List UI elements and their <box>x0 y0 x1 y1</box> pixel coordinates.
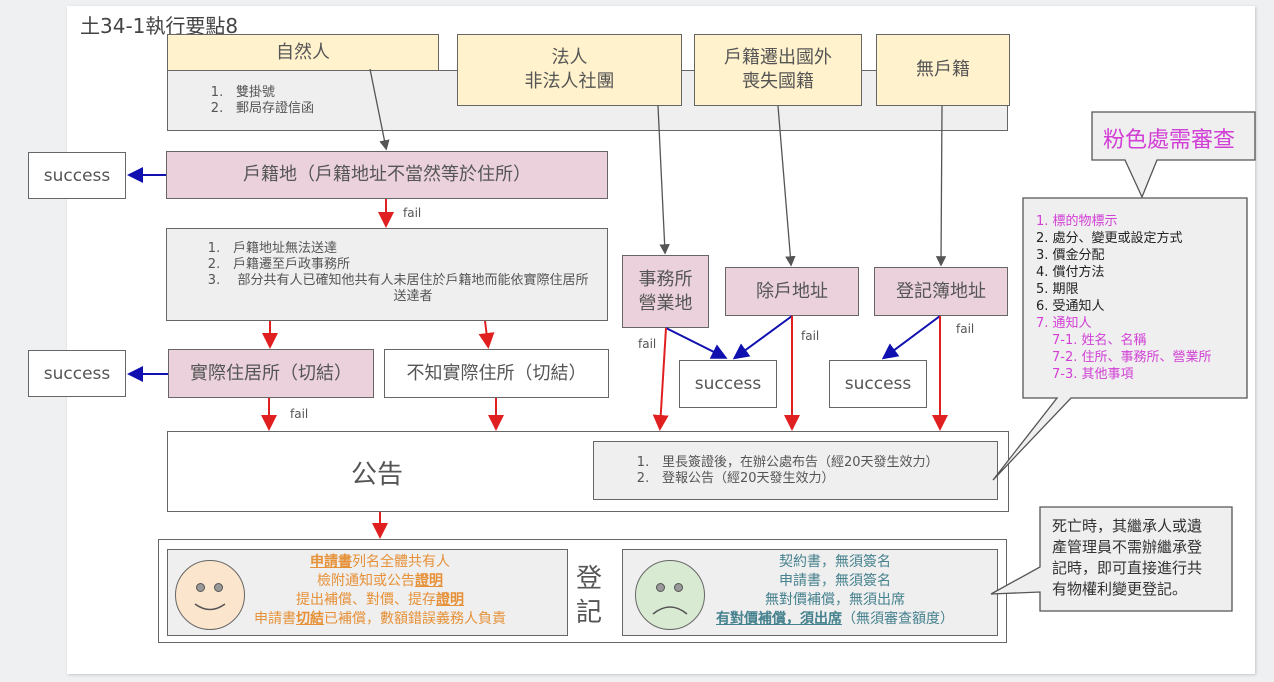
legal-person-box[interactable]: 法人 非法人社團 <box>457 34 682 106</box>
removed-address-label: 除戶地址 <box>756 280 828 302</box>
success-box-1[interactable]: success <box>28 152 126 199</box>
text: （無須審查額度） <box>842 611 954 627</box>
success-box-3[interactable]: success <box>679 360 777 408</box>
natural-person-label: 自然人 <box>276 41 330 63</box>
announcement-label: 公告 <box>351 460 404 490</box>
list-item: 戶籍地址無法送達 <box>233 241 338 256</box>
emphasis: 證明 <box>415 573 443 589</box>
review-item: 7. 通知人 <box>1036 316 1092 331</box>
review-title: 粉色處需審查 <box>1103 128 1236 153</box>
sad-line-1: 契約書，無須簽名 <box>779 554 891 570</box>
list-item: 戶籍遷至戶政事務所 <box>233 257 351 272</box>
emphasis: 有對價補償，須出席 <box>716 611 842 627</box>
death-note-line: 產管理員不需辦繼承登 <box>1052 538 1203 556</box>
happy-line-1: 申請書列名全體共有人 <box>254 553 506 572</box>
fail-label: fail <box>403 206 422 220</box>
emigrated-box[interactable]: 戶籍遷出國外 喪失國籍 <box>694 34 862 106</box>
review-item: 4. 償付方法 <box>1036 265 1105 280</box>
review-item: 7-2. 住所、事務所、營業所 <box>1052 350 1212 365</box>
review-item: 1. 標的物標示 <box>1036 214 1118 229</box>
sad-line-2: 申請書，無須簽名 <box>779 573 891 589</box>
registration-label: 登 記 <box>576 562 606 630</box>
sad-face-icon <box>635 560 705 630</box>
happy-line-2: 檢附通知或公告證明 <box>254 572 506 591</box>
household-fail-list-box: 1.戶籍地址無法送達 2.戶籍遷至戶政事務所 3.部分共有人已確知他共有人未居住… <box>166 228 608 321</box>
death-note: 死亡時，其繼承人或遺 產管理員不需辦繼承登 記時，即可直接進行共 有物權利變更登… <box>1052 516 1202 600</box>
review-item: 5. 期限 <box>1036 282 1079 297</box>
death-note-line: 有物權利變更登記。 <box>1052 580 1188 598</box>
actual-residence-label: 實際住居所（切結） <box>190 362 352 384</box>
fail-label: fail <box>290 407 309 421</box>
sad-line-3: 無對價補償，無須出席 <box>765 592 905 608</box>
unknown-residence-box[interactable]: 不知實際住所（切結） <box>384 349 609 398</box>
lost-nationality-label: 喪失國籍 <box>742 71 814 92</box>
office-label: 事務所 <box>638 268 693 290</box>
unincorporated-association-label: 非法人社團 <box>524 71 615 92</box>
natural-person-box[interactable]: 自然人 <box>167 34 439 71</box>
list-item: 里長簽證後，在辦公處布告（經20天發生效力） <box>662 455 939 470</box>
household-registration-label: 戶籍地（戶籍地址不當然等於住所） <box>243 164 531 185</box>
text: 申請書 <box>254 611 296 627</box>
text: 提出補償、對價、提存 <box>296 592 436 608</box>
text: 檢附通知或公告 <box>317 573 415 589</box>
success-label: success <box>844 374 912 394</box>
review-item: 3. 價金分配 <box>1036 248 1105 263</box>
review-item: 6. 受通知人 <box>1036 299 1105 314</box>
with-consent-panel: 申請書列名全體共有人 檢附通知或公告證明 提出補償、對價、提存證明 申請書切結已… <box>167 549 568 636</box>
success-box-4[interactable]: success <box>829 360 927 408</box>
registry-address-label: 登記簿地址 <box>896 280 986 302</box>
success-label: success <box>694 374 762 394</box>
death-note-line: 死亡時，其繼承人或遺 <box>1052 517 1203 535</box>
emigrated-label: 戶籍遷出國外 <box>724 47 832 68</box>
sad-line-4: 有對價補償，須出席（無須審查額度） <box>716 610 954 629</box>
fail-label: fail <box>801 329 820 343</box>
emphasis: 切結 <box>296 611 324 627</box>
review-item: 7-3. 其他事項 <box>1052 367 1134 382</box>
no-household-label: 無戶籍 <box>916 59 970 80</box>
happy-line-3: 提出補償、對價、提存證明 <box>254 591 506 610</box>
list-item: 登報公告（經20天發生效力） <box>662 471 835 486</box>
natural-person-detail: 1.雙掛號 2.郵局存證信函 <box>167 70 1008 131</box>
text: 列名全體共有人 <box>352 554 450 570</box>
review-items-list: 1. 標的物標示 2. 處分、變更或設定方式 3. 價金分配 4. 償付方法 5. 期限… <box>1036 213 1212 383</box>
legal-person-label: 法人 <box>551 47 588 68</box>
smiley-face-icon <box>175 560 245 630</box>
review-item: 2. 處分、變更或設定方式 <box>1036 231 1183 246</box>
death-note-line: 記時，即可直接進行共 <box>1052 559 1203 577</box>
announcement-methods-box: 1.里長簽證後，在辦公處布告（經20天發生效力） 2.登報公告（經20天發生效力… <box>593 441 998 500</box>
no-household-box[interactable]: 無戶籍 <box>876 34 1010 106</box>
list-item: 部分共有人已確知他共有人未居住於戶籍地而能依實際住居所送達者 <box>237 273 589 304</box>
actual-residence-box[interactable]: 實際住居所（切結） <box>168 349 374 398</box>
review-item: 7-1. 姓名、名稱 <box>1052 333 1147 348</box>
removed-address-box[interactable]: 除戶地址 <box>725 267 859 316</box>
office-box[interactable]: 事務所 營業地 <box>622 255 709 328</box>
list-item: 雙掛號 <box>236 85 276 100</box>
fail-label: fail <box>956 322 975 336</box>
success-label: success <box>43 165 111 186</box>
success-box-2[interactable]: success <box>28 350 126 397</box>
registration-char: 記 <box>576 598 603 628</box>
business-place-label: 營業地 <box>638 292 693 314</box>
emphasis: 證明 <box>436 592 464 608</box>
household-registration-box[interactable]: 戶籍地（戶籍地址不當然等於住所） <box>166 151 608 199</box>
fail-label: fail <box>638 337 657 351</box>
success-label: success <box>43 363 111 384</box>
text: 已補償，數額錯誤義務人負責 <box>324 611 506 627</box>
registry-address-box[interactable]: 登記簿地址 <box>874 267 1008 316</box>
without-consent-panel: 契約書，無須簽名 申請書，無須簽名 無對價補償，無須出席 有對價補償，須出席（無… <box>622 549 998 636</box>
registration-char: 登 <box>576 564 603 594</box>
unknown-residence-label: 不知實際住所（切結） <box>406 362 587 384</box>
list-item: 郵局存證信函 <box>236 101 315 116</box>
emphasis: 申請書 <box>310 554 352 570</box>
happy-line-4: 申請書切結已補償，數額錯誤義務人負責 <box>254 610 506 629</box>
